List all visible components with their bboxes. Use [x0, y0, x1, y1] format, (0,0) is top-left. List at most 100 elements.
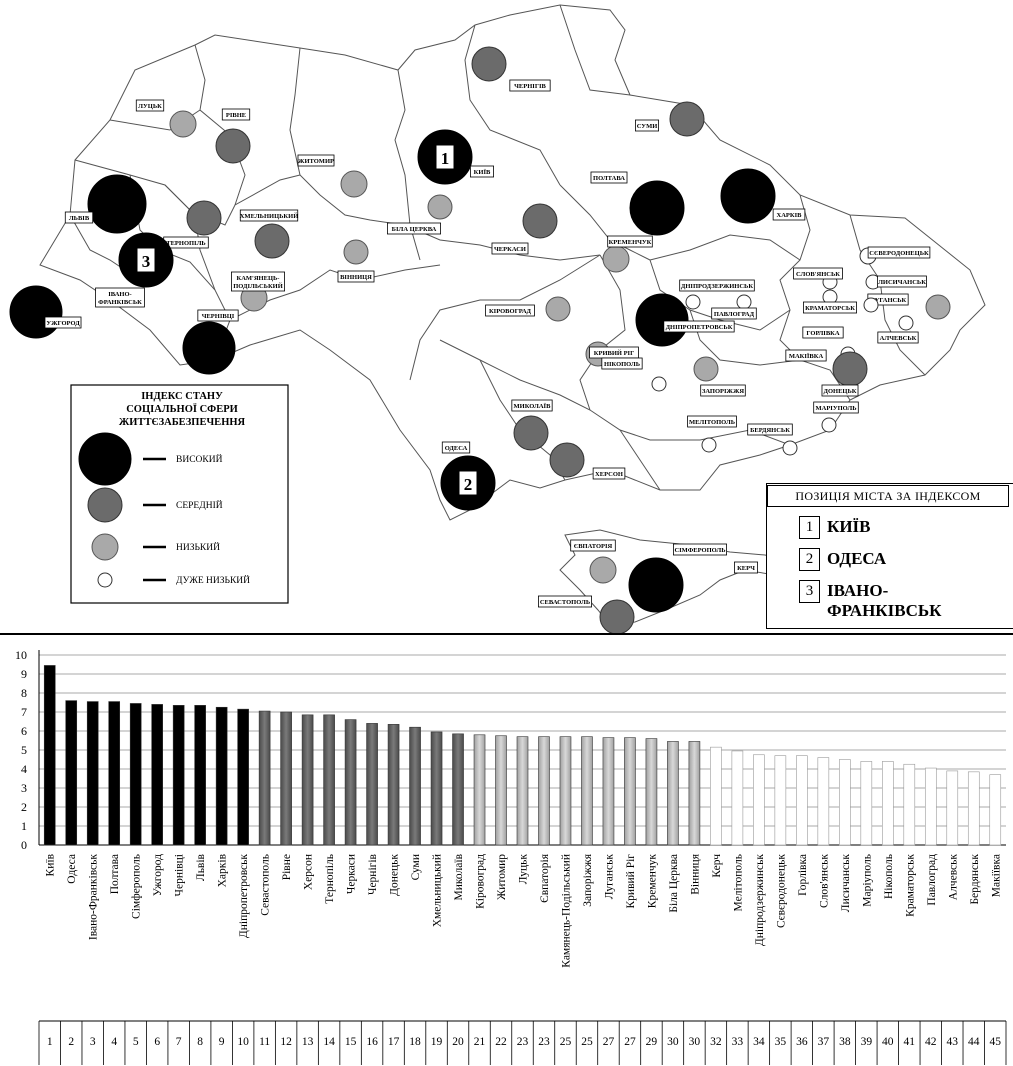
city-marker: ЗАПОРІЖЖЯ [693, 356, 746, 397]
city-label: ЛИСИЧАНСЬК [878, 279, 926, 286]
bar [817, 757, 830, 846]
city-circle [736, 294, 752, 310]
city-label: УЖГОРОД [46, 320, 80, 327]
city-label-box [867, 246, 931, 259]
city-circle [589, 556, 617, 584]
legend-title: СОЦІАЛЬНОЇ СФЕРИ [126, 402, 238, 415]
y-tick-label: 1 [21, 819, 27, 833]
city-label: ДНІПРОПЕТРОВСЬК [666, 324, 733, 331]
rank-label: 37 [818, 1036, 830, 1048]
city-circle [340, 170, 368, 198]
oblast-border [559, 4, 631, 96]
category-label: Сєвєродонецьк [775, 854, 787, 928]
legend-label: СЕРЕДНІЙ [176, 499, 223, 511]
rank-label: 29 [646, 1036, 658, 1048]
category-label: Павлоград [926, 854, 938, 906]
city-label: ЛУЦЬК [138, 103, 162, 110]
city-circle [182, 321, 236, 375]
rank-box [136, 247, 156, 273]
y-tick-label: 6 [21, 724, 27, 738]
category-label: Бердянськ [969, 854, 981, 905]
category-label: Нікополь [883, 854, 895, 899]
city-label-box [590, 171, 628, 184]
city-label-box [747, 423, 793, 436]
city-marker: КРЕМЕНЧУК [602, 235, 653, 273]
city-circle [821, 417, 837, 433]
city-circle [669, 101, 705, 137]
city-circle [343, 239, 369, 265]
city-label-box [663, 320, 735, 333]
oblast-border [229, 264, 441, 321]
oblast-border [579, 254, 626, 411]
rank-label: 3 [90, 1036, 96, 1048]
rank-label: 6 [154, 1036, 160, 1048]
rank-label: 27 [603, 1036, 615, 1048]
city-label: МИКОЛАЇВ [514, 403, 552, 410]
city-label: ДОНЕЦЬК [824, 388, 857, 395]
city-label-box [511, 399, 553, 412]
rank-label: 18 [409, 1036, 421, 1048]
rank-label: 10 [237, 1036, 249, 1048]
city-circle [863, 297, 879, 313]
city-label-box [221, 108, 251, 121]
rank-number: 3 [142, 252, 151, 271]
city-marker: УЖГОРОД [9, 285, 82, 339]
city-label: НІКОПОЛЬ [604, 361, 640, 368]
rank-label: 30 [689, 1036, 701, 1048]
rank-label: 5 [133, 1036, 139, 1048]
city-label: ОДЕСА [445, 445, 468, 452]
rank-label: 23 [517, 1036, 529, 1048]
rank-label: 4 [111, 1036, 117, 1048]
city-marker: КІРОВОГРАД [485, 296, 571, 322]
oblast-border [409, 254, 601, 381]
city-label-box [813, 401, 859, 414]
rank-number: 1 [441, 149, 450, 168]
bar [516, 736, 529, 846]
rank-label: 23 [538, 1036, 550, 1048]
category-label: Камянець-Подільський [560, 854, 572, 968]
city-label: СІМФЕРОПОЛЬ [674, 547, 725, 554]
city-marker: КРАМАТОРСЬК [803, 289, 857, 314]
city-marker: ТЕРНОПІЛЬ [163, 200, 222, 249]
rank-label: 9 [219, 1036, 225, 1048]
city-marker: БЕРДЯНСЬК [747, 423, 798, 456]
city-label: КЕРЧ [737, 565, 755, 572]
rank-label: 44 [968, 1036, 980, 1048]
city-label: СЛОВ'ЯНСЬК [796, 271, 840, 278]
city-label-box [135, 99, 165, 112]
rank-label: 13 [302, 1036, 314, 1048]
category-label: Вінниця [689, 853, 701, 894]
city-circle [925, 294, 951, 320]
legend-label: ВИСОКИЙ [176, 453, 223, 465]
bar [731, 750, 744, 846]
category-label: Житомир [496, 854, 508, 900]
rank-label: 30 [667, 1036, 679, 1048]
city-label: ТЕРНОПІЛЬ [166, 240, 205, 247]
city-marker: ПОЛТАВА [590, 171, 685, 236]
rank-label: 27 [624, 1036, 636, 1048]
city-label-box [607, 235, 653, 248]
bar [753, 754, 765, 846]
bar [129, 703, 142, 846]
city-label-box [231, 271, 285, 292]
city-label: СЄВЕРОДОНЕЦЬК [869, 250, 929, 257]
category-label: Київ [45, 853, 57, 876]
rank-label: 19 [431, 1036, 443, 1048]
city-label: ХАРКІВ [777, 212, 803, 219]
city-label: ВІННИЦЯ [340, 274, 372, 281]
city-label-box [877, 331, 919, 344]
bar [710, 746, 722, 846]
y-tick-label: 10 [15, 648, 27, 662]
city-label: ЧЕРКАСИ [494, 246, 526, 253]
city-marker: КАМ'ЯНЕЦЬ-ПОДІЛЬСЬКИЙ [231, 271, 285, 312]
rank-label: 8 [197, 1036, 203, 1048]
bar [495, 735, 507, 846]
city-label: МАРІУПОЛЬ [815, 405, 856, 412]
city-circle [701, 437, 717, 453]
city-label: ЛЬВІВ [69, 215, 90, 222]
city-circle [651, 376, 667, 392]
category-label: Полтава [109, 854, 121, 894]
